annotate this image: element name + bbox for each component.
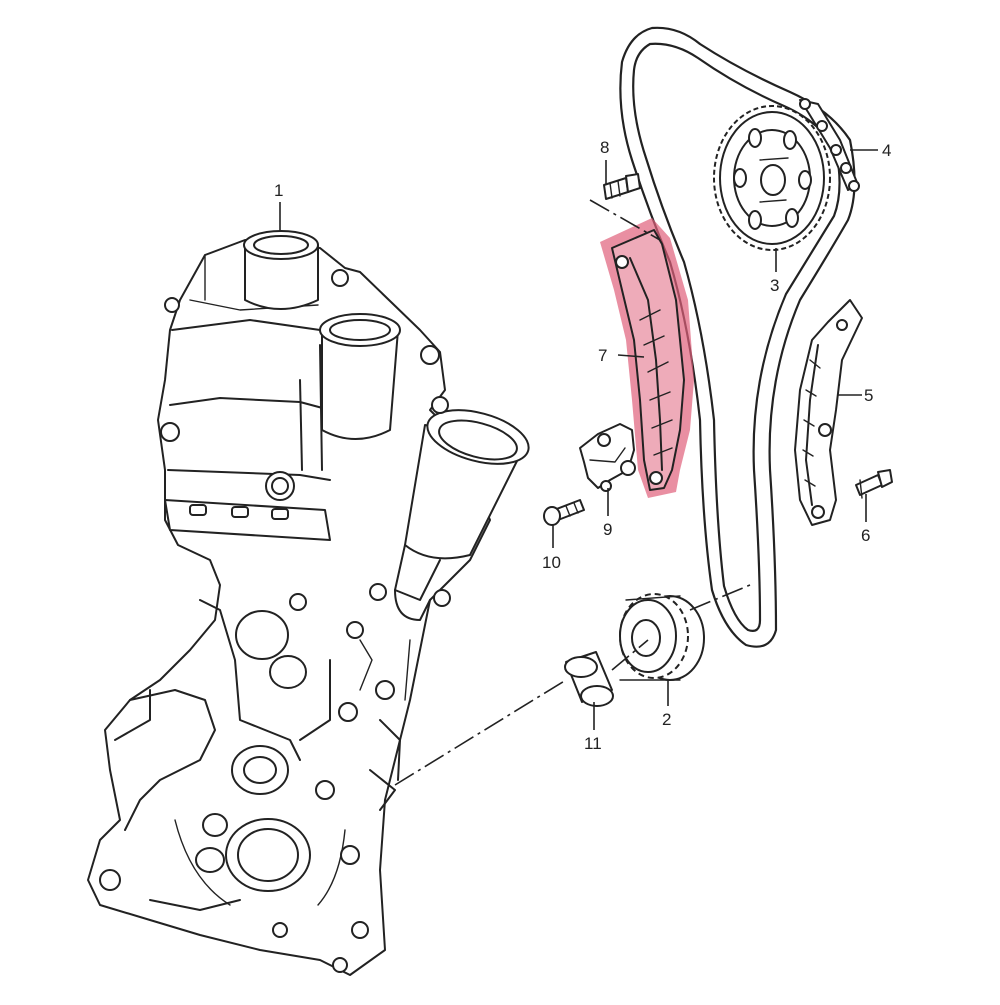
camshaft-sprocket	[713, 105, 831, 251]
callout-9: 9	[603, 520, 612, 539]
callout-11: 11	[584, 734, 602, 753]
bolt-8	[603, 173, 641, 200]
center-lines	[394, 199, 751, 786]
tensioner-rail-highlighted	[600, 218, 694, 498]
leader-lines	[279, 149, 878, 730]
callout-labels: 1 2 3 4 5 6 7 8 9 10 11	[274, 138, 891, 753]
bolt-10	[543, 499, 585, 526]
chain-segment	[799, 98, 860, 192]
callout-10: 10	[542, 553, 561, 572]
callout-1: 1	[274, 181, 283, 200]
crankshaft-sprocket	[619, 593, 705, 681]
chain-guide-rail	[794, 299, 863, 526]
callout-2: 2	[662, 710, 671, 729]
callout-3: 3	[770, 276, 779, 295]
callout-8: 8	[600, 138, 609, 157]
callout-5: 5	[864, 386, 873, 405]
chain-tensioner	[579, 423, 636, 492]
highlight-overlay	[600, 218, 694, 498]
timing-cover-housing	[87, 230, 530, 976]
guide-pin-6	[855, 469, 893, 499]
callout-7: 7	[598, 346, 607, 365]
bushing-11	[564, 651, 614, 707]
callout-6: 6	[861, 526, 870, 545]
callout-4: 4	[882, 141, 891, 160]
